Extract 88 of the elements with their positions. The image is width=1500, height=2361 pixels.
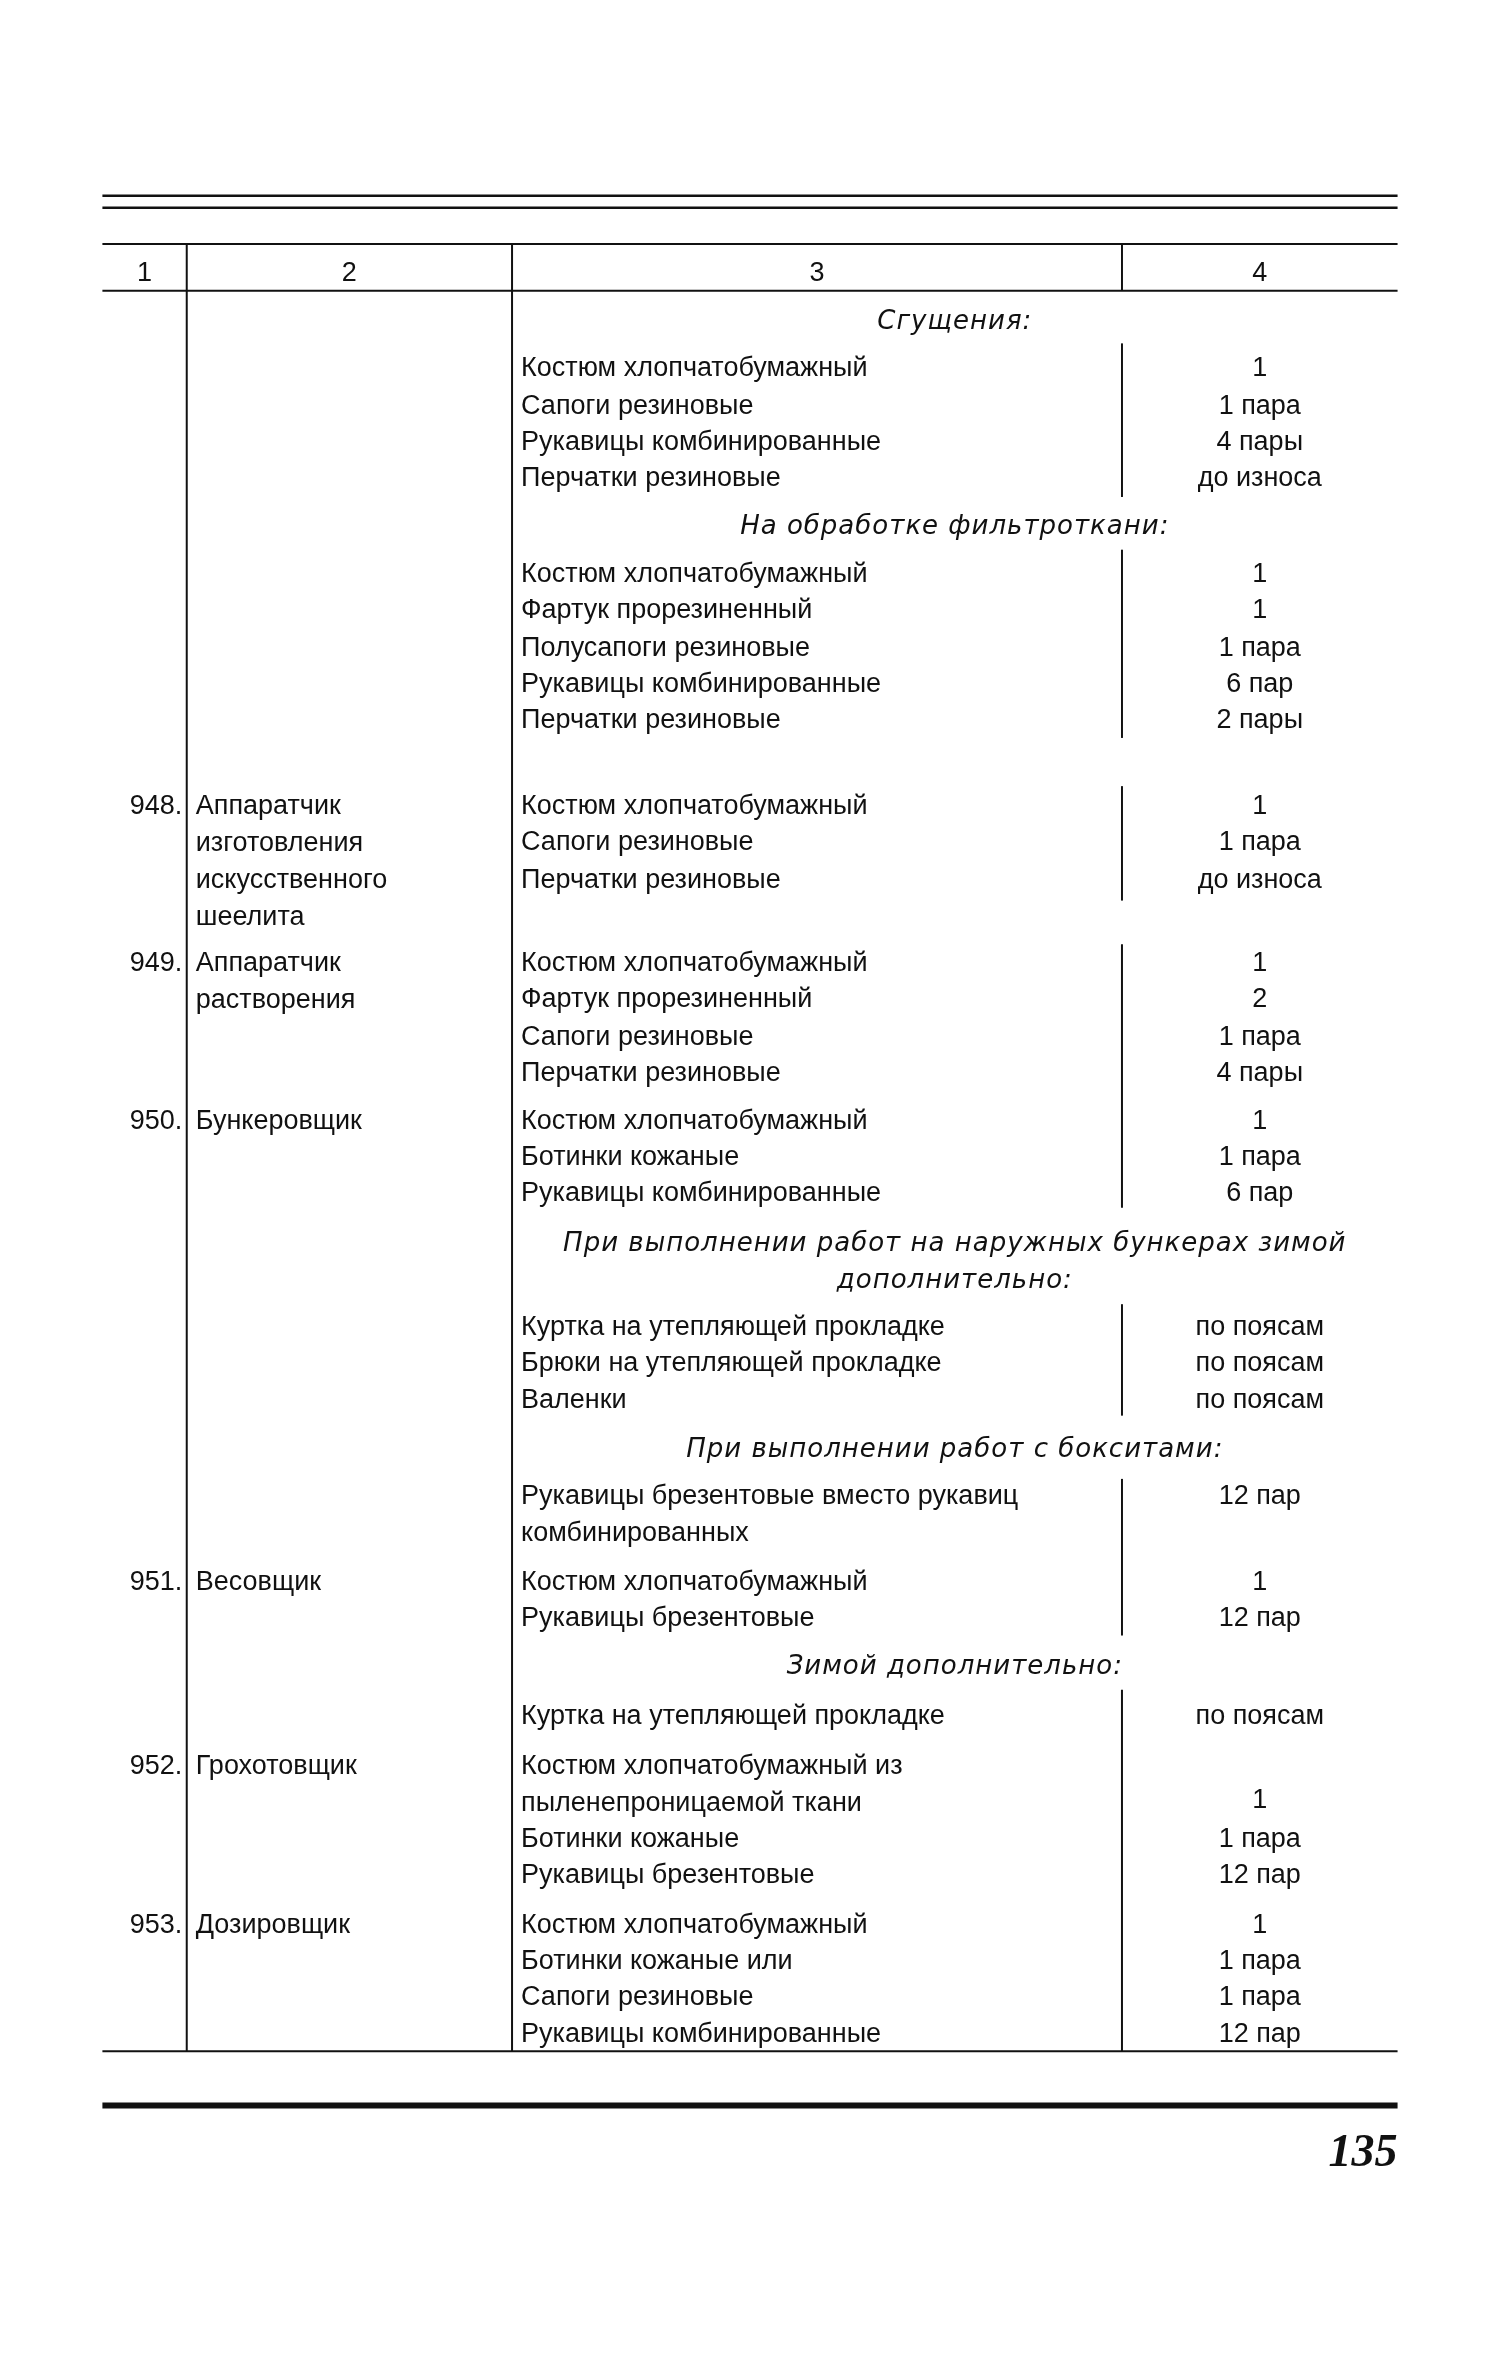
quantity: по поясам (1195, 1383, 1324, 1414)
item-name: Куртка на утепляющей прокладке (521, 1311, 945, 1342)
job-title: Аппаратчик растворения (195, 946, 356, 1014)
quantity: до износа (1197, 864, 1322, 894)
quantity: по поясам (1195, 1311, 1324, 1342)
item-name: Рукавицы брезентовые (521, 1601, 815, 1632)
item-name: Перчатки резиновые (521, 461, 781, 492)
job-title: Аппаратчик изготовления искусственного шеелита (195, 790, 388, 932)
quantity: по поясам (1195, 1347, 1324, 1378)
item-name: Перчатки резиновые (521, 864, 781, 894)
item-name: Костюм хлопчатобумажный (521, 1909, 868, 1940)
item-name: Сапоги резиновые (521, 826, 754, 857)
column-header: 2 (341, 257, 357, 288)
quantity: по поясам (1195, 1699, 1324, 1730)
item-name: Перчатки резиновые (521, 704, 781, 735)
quantity: 1 пара (1218, 1981, 1301, 2012)
item-name: Рукавицы брезентовые (521, 1859, 815, 1890)
section-heading: Сгущения: (877, 305, 1033, 336)
quantity: 1 (1252, 1104, 1268, 1135)
quantity: 1 пара (1218, 632, 1301, 663)
column-header: 1 (137, 257, 153, 288)
item-name: Ботинки кожаные или (521, 1945, 793, 1976)
item-name: Костюм хлопчатобумажный (521, 1104, 868, 1135)
item-name: Ботинки кожаные (521, 1141, 740, 1172)
quantity: 1 (1252, 1784, 1268, 1815)
item-name: Костюм хлопчатобумажный (521, 558, 868, 589)
column-header: 3 (809, 257, 825, 288)
quantity: 1 (1252, 594, 1268, 625)
item-name: Сапоги резиновые (521, 1981, 754, 2012)
row-number: 950. (129, 1104, 183, 1135)
item-name: Рукавицы брезентовые вместо рукавиц комбинированных (521, 1479, 1019, 1547)
item-name: Сапоги резиновые (521, 1020, 754, 1051)
quantity: 6 пар (1226, 1177, 1294, 1208)
item-name: Валенки (521, 1383, 627, 1414)
item-name: Ботинки кожаные (521, 1823, 740, 1854)
quantity: до износа (1197, 461, 1322, 492)
item-name: Костюм хлопчатобумажный (521, 351, 868, 382)
quantity: 1 пара (1218, 826, 1301, 857)
quantity: 1 (1252, 558, 1268, 589)
item-name: Фартук прорезиненный (521, 982, 813, 1013)
quantity: 1 пара (1218, 1945, 1301, 1976)
column-header: 4 (1252, 257, 1268, 288)
job-title: Грохотовщик (195, 1749, 357, 1780)
item-name: Перчатки резиновые (521, 1056, 781, 1087)
quantity: 1 пара (1218, 1020, 1301, 1051)
item-name: Рукавицы комбинированные (521, 668, 882, 699)
quantity: 1 (1252, 790, 1268, 821)
item-name: Брюки на утепляющей прокладке (521, 1347, 942, 1378)
quantity: 1 пара (1218, 1823, 1301, 1854)
quantity: 1 (1252, 1565, 1268, 1596)
quantity: 12 пар (1218, 2017, 1301, 2048)
quantity: 1 пара (1218, 389, 1301, 420)
quantity: 12 пар (1218, 1859, 1301, 1890)
item-name: Сапоги резиновые (521, 389, 754, 420)
row-number: 948. (129, 790, 183, 821)
item-name: Костюм хлопчатобумажный из пыленепроницаемой ткани (521, 1749, 903, 1817)
item-name: Куртка на утепляющей прокладке (521, 1699, 945, 1730)
quantity: 6 пар (1226, 668, 1294, 699)
row-number: 949. (129, 946, 183, 977)
quantity: 12 пар (1218, 1479, 1301, 1510)
item-name: Фартук прорезиненный (521, 594, 813, 625)
quantity: 1 (1252, 1909, 1268, 1940)
item-name: Рукавицы комбинированные (521, 2017, 882, 2048)
item-name: Костюм хлопчатобумажный (521, 790, 868, 821)
row-number: 952. (129, 1749, 183, 1780)
job-title: Весовщик (195, 1565, 322, 1596)
section-heading: При выполнении работ на наружных бункерах зимой дополнительно: (563, 1226, 1347, 1294)
job-title: Дозировщик (195, 1909, 350, 1940)
row-number: 951. (129, 1565, 183, 1596)
item-name: Костюм хлопчатобумажный (521, 1565, 868, 1596)
section-heading: На обработке фильтроткани: (740, 510, 1170, 541)
section-heading: При выполнении работ с бокситами: (686, 1433, 1224, 1464)
item-name: Рукавицы комбинированные (521, 1177, 882, 1208)
page-number: 135 (1328, 2124, 1398, 2176)
quantity: 12 пар (1218, 1601, 1301, 1632)
item-name: Рукавицы комбинированные (521, 425, 882, 456)
quantity: 1 (1252, 946, 1268, 977)
item-name: Полусапоги резиновые (521, 632, 811, 663)
quantity: 4 пары (1216, 1056, 1304, 1087)
item-name: Костюм хлопчатобумажный (521, 946, 868, 977)
row-number: 953. (129, 1909, 183, 1940)
quantity: 1 (1252, 351, 1268, 382)
job-title: Бункеровщик (195, 1104, 362, 1135)
section-heading: Зимой дополнительно: (786, 1650, 1123, 1681)
quantity: 4 пары (1216, 425, 1304, 456)
quantity: 1 пара (1218, 1141, 1301, 1172)
quantity: 2 пары (1216, 704, 1304, 735)
quantity: 2 (1252, 982, 1268, 1013)
